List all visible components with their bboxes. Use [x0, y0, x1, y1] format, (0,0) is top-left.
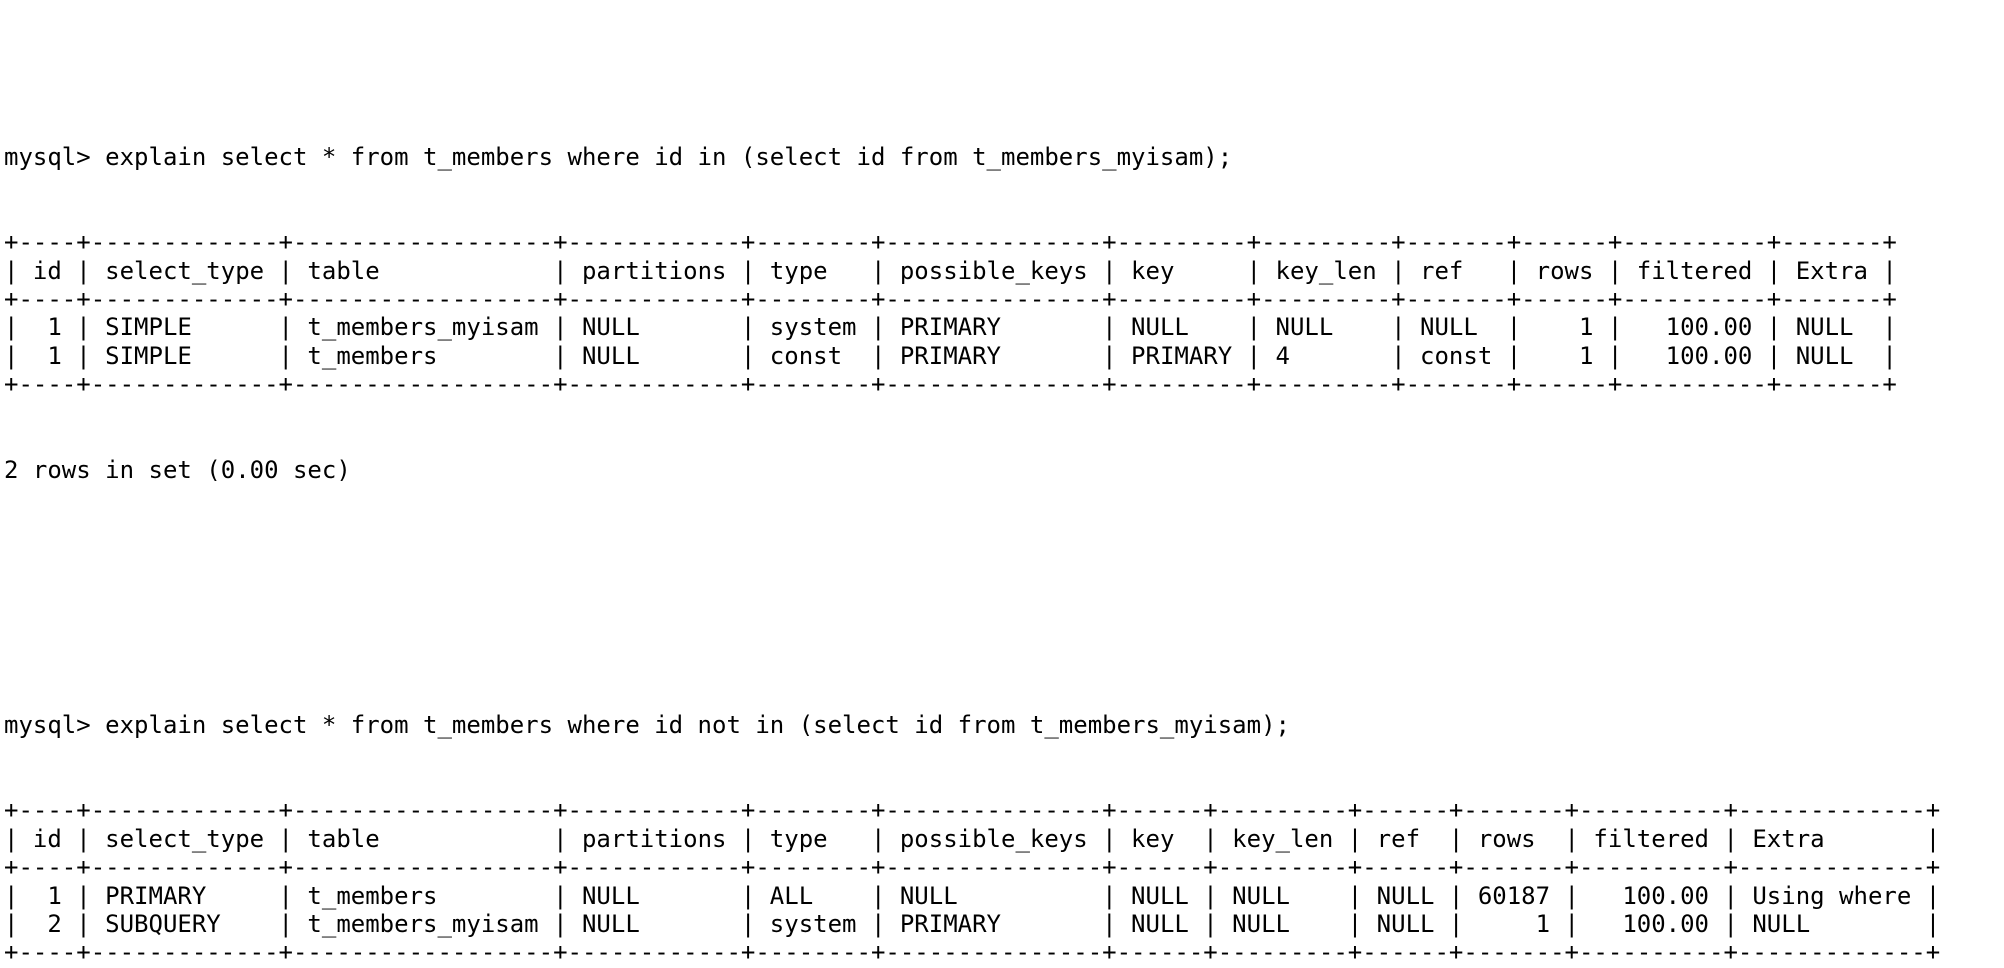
command-text: explain select * from t_members where id…: [105, 143, 1233, 172]
command-text: explain select * from t_members where id…: [105, 711, 1290, 740]
mysql-prompt: mysql>: [4, 711, 91, 740]
command-line: mysql> explain select * from t_members wh…: [4, 711, 2004, 739]
explain-result-table: +----+-------------+------------------+-…: [4, 228, 1897, 399]
command-line: mysql> explain select * from t_members wh…: [4, 143, 2004, 171]
mysql-prompt: mysql>: [4, 143, 91, 172]
query-block-in: mysql> explain select * from t_members wh…: [4, 86, 2004, 541]
rows-status-line: 2 rows in set (0.00 sec): [4, 455, 351, 484]
query-block-not-in: mysql> explain select * from t_members wh…: [4, 654, 2004, 968]
explain-result-table: +----+-------------+------------------+-…: [4, 796, 1941, 967]
